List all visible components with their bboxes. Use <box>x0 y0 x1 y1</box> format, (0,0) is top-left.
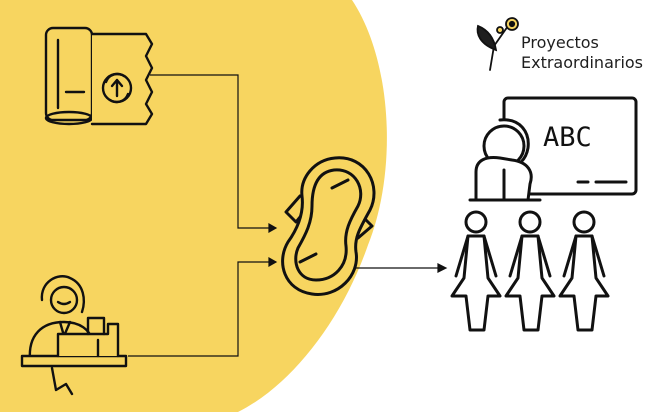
woman-figure-right <box>558 210 610 332</box>
fabric-roll-recycle-icon <box>44 26 154 126</box>
logo-title-line2: Extraordinarios <box>521 53 644 72</box>
logo-title-line1: Proyectos <box>521 33 599 52</box>
flower-logo-icon <box>476 17 519 71</box>
teacher-board-icon <box>468 96 638 202</box>
reusable-pad-icon <box>281 156 376 296</box>
seamstress-sewing-machine-icon <box>20 275 128 396</box>
board-text: ABC <box>543 122 592 153</box>
connector-seamstress-to-pad <box>128 256 278 357</box>
connector-pad-to-women <box>354 263 448 273</box>
woman-figure-middle <box>504 210 556 332</box>
woman-figure-left <box>450 210 502 332</box>
women-group-icon <box>450 210 610 332</box>
connector-fabric-to-pad <box>150 74 278 234</box>
